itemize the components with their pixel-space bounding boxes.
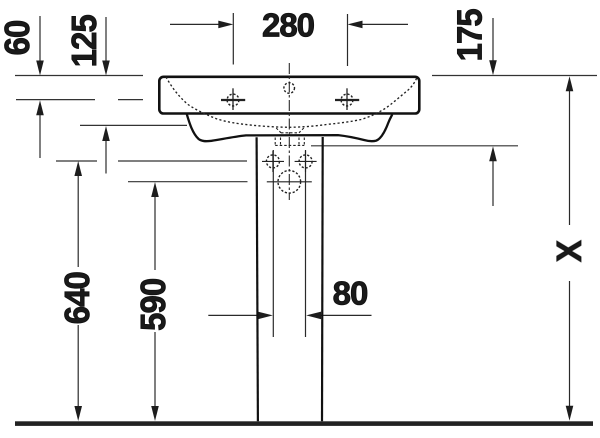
- svg-text:590: 590: [134, 278, 173, 331]
- svg-text:125: 125: [65, 15, 104, 68]
- svg-text:175: 175: [451, 9, 490, 62]
- svg-text:60: 60: [0, 20, 37, 55]
- svg-text:640: 640: [58, 272, 97, 325]
- svg-text:280: 280: [262, 6, 314, 43]
- svg-text:80: 80: [333, 274, 368, 311]
- svg-text:X: X: [550, 240, 589, 263]
